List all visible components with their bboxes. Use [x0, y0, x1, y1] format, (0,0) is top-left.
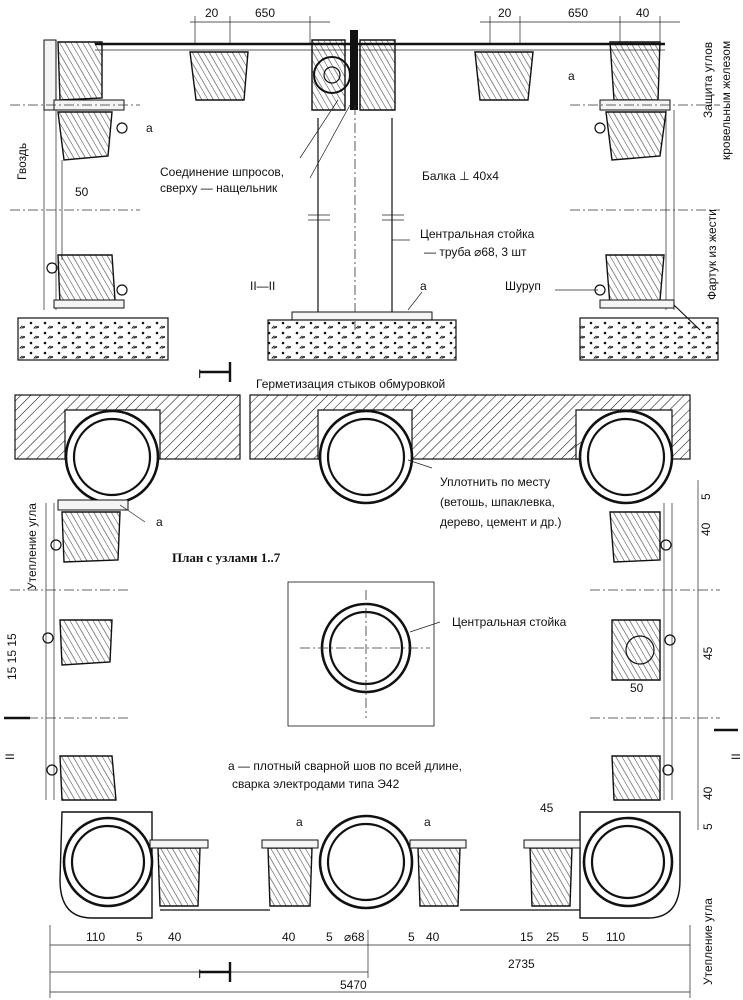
- weld-mark-plan-2: a: [424, 815, 431, 829]
- label-joint-2: сверху — нащельник: [160, 181, 278, 195]
- plan-section: [4, 362, 738, 998]
- label-beam: Балка ⊥ 40x4: [422, 169, 499, 183]
- label-sealing: Герметизация стыков обмуровкой: [256, 377, 445, 391]
- dim-b-110-left: 110: [86, 930, 105, 944]
- weld-mark-right: a: [568, 69, 575, 83]
- dim-top-650-left: 650: [255, 6, 275, 20]
- elevation-section: [10, 16, 720, 361]
- weld-mark-plan-1: a: [296, 815, 303, 829]
- cut-mark-left: II: [3, 753, 17, 760]
- label-corner-insulation-right: Утепление угла: [701, 898, 715, 985]
- annotations: 20 650 20 650 40 Соединение шпросов, све…: [3, 6, 743, 992]
- dim-b-5-4: 5: [582, 930, 589, 944]
- label-corner-protection-1: Защита углов: [701, 42, 715, 118]
- dim-b-40-1: 40: [168, 930, 182, 944]
- dim-total: 5470: [340, 978, 367, 992]
- dim-b-110-right: 110: [606, 930, 625, 944]
- dim-top-20-right: 20: [498, 6, 512, 20]
- dim-left-15: 15 15 15: [5, 633, 19, 680]
- dim-top-650-right: 650: [568, 6, 588, 20]
- cut-mark-top: I: [198, 367, 201, 381]
- dim-b-diameter: ⌀68: [344, 930, 365, 944]
- label-post-pipe-1: Центральная стойка: [420, 227, 535, 241]
- cut-mark-right: II: [729, 753, 743, 760]
- label-seal-3: дерево, цемент и др.): [440, 515, 561, 529]
- label-tin-apron: Фартук из жести: [705, 209, 719, 300]
- dim-b-5-1: 5: [136, 930, 143, 944]
- label-seal-1: Уплотнить по месту: [440, 475, 550, 489]
- label-joint-1: Соединение шпросов,: [160, 165, 284, 179]
- label-seal-2: (ветошь, шпаклевка,: [440, 495, 555, 509]
- dim-b-40-2: 40: [282, 930, 296, 944]
- label-nail: Гвоздь: [15, 143, 29, 180]
- dim-gap-50: 50: [75, 185, 89, 199]
- dim-b-15: 15: [520, 930, 534, 944]
- section-mark: II—II: [250, 279, 275, 293]
- dim-b-25: 25: [546, 930, 560, 944]
- dim-top-20-left: 20: [205, 6, 219, 20]
- weld-mark-plan-left: a: [156, 515, 163, 529]
- dim-bottom-45: 45: [540, 801, 554, 815]
- dim-right-50: 50: [630, 681, 644, 695]
- cut-mark-bottom: I: [198, 967, 201, 981]
- dim-right-45: 45: [701, 646, 715, 660]
- plan-title: План с узлами 1..7: [172, 550, 281, 565]
- label-screw: Шуруп: [505, 279, 541, 293]
- dim-right-5b: 5: [701, 823, 715, 830]
- dim-b-5-2: 5: [326, 930, 333, 944]
- weld-mark-top: a: [420, 279, 427, 293]
- dim-b-40-3: 40: [426, 930, 440, 944]
- dim-top-40-right: 40: [636, 6, 650, 20]
- weld-mark-left: a: [146, 121, 153, 135]
- label-corner-protection-2: кровельным железом: [719, 41, 733, 160]
- dim-right-5: 5: [699, 493, 713, 500]
- dim-right-40a: 40: [699, 522, 713, 536]
- label-center-post: Центральная стойка: [452, 615, 567, 629]
- dim-half: 2735: [508, 957, 535, 971]
- label-corner-insulation-left: Утепление угла: [25, 503, 39, 590]
- weld-note-2: сварка электродами типа Э42: [232, 777, 400, 791]
- dim-right-40b: 40: [701, 786, 715, 800]
- dim-b-5-3: 5: [408, 930, 415, 944]
- label-post-pipe-2: — труба ⌀68, 3 шт: [424, 245, 527, 259]
- weld-note-1: a — плотный сварной шов по всей длине,: [228, 759, 462, 773]
